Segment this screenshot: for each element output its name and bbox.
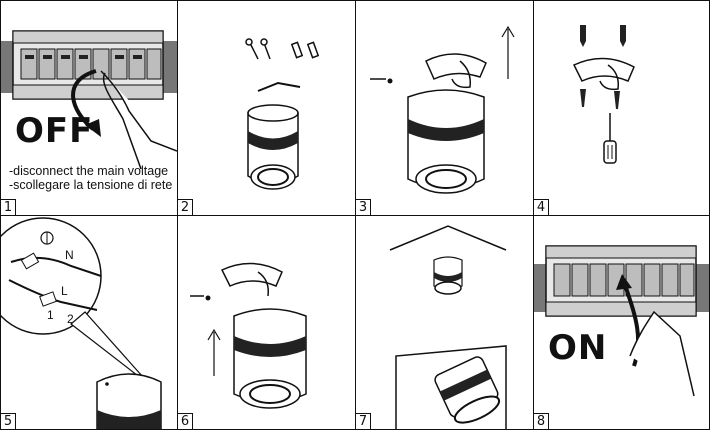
panel-8: ON 8 [533,215,710,430]
wire-label-n: N [65,248,74,262]
panel-1: OFF -disconnect the main voltage -scolle… [0,0,178,216]
installed-lamps-illustration [389,225,507,429]
step-number-3: 3 [356,199,371,215]
panel-6: 6 [177,215,356,430]
panel-4: 4 [533,0,710,216]
step-number-8: 8 [534,413,549,429]
wire-label-2: 2 [67,312,74,326]
wire-label-1: 1 [47,308,54,322]
panel-7: 7 [355,215,534,430]
disconnect-note-it: -scollegare la tensione di rete [9,178,173,192]
breaker-off-illustration [1,30,177,170]
breaker-on-illustration [534,245,709,397]
wire-label-l: L [61,284,68,298]
off-label: OFF [15,111,94,151]
attach-lamp-illustration [190,262,307,409]
panel-5: N L 1 2 5 [0,215,178,430]
mount-bracket-illustration [572,25,635,164]
on-label: ON [548,328,608,368]
parts-illustration [245,38,320,190]
step-number-1: 1 [1,199,16,215]
step-number-2: 2 [178,199,193,215]
panel-2: 2 [177,0,356,216]
step-number-4: 4 [534,199,549,215]
remove-bracket-illustration [370,25,515,194]
step-number-7: 7 [356,413,371,429]
wiring-illustration [1,217,162,429]
panel-3: 3 [355,0,534,216]
step-number-6: 6 [178,413,193,429]
step-number-5: 5 [1,413,16,429]
disconnect-note-en: -disconnect the main voltage [9,164,169,178]
